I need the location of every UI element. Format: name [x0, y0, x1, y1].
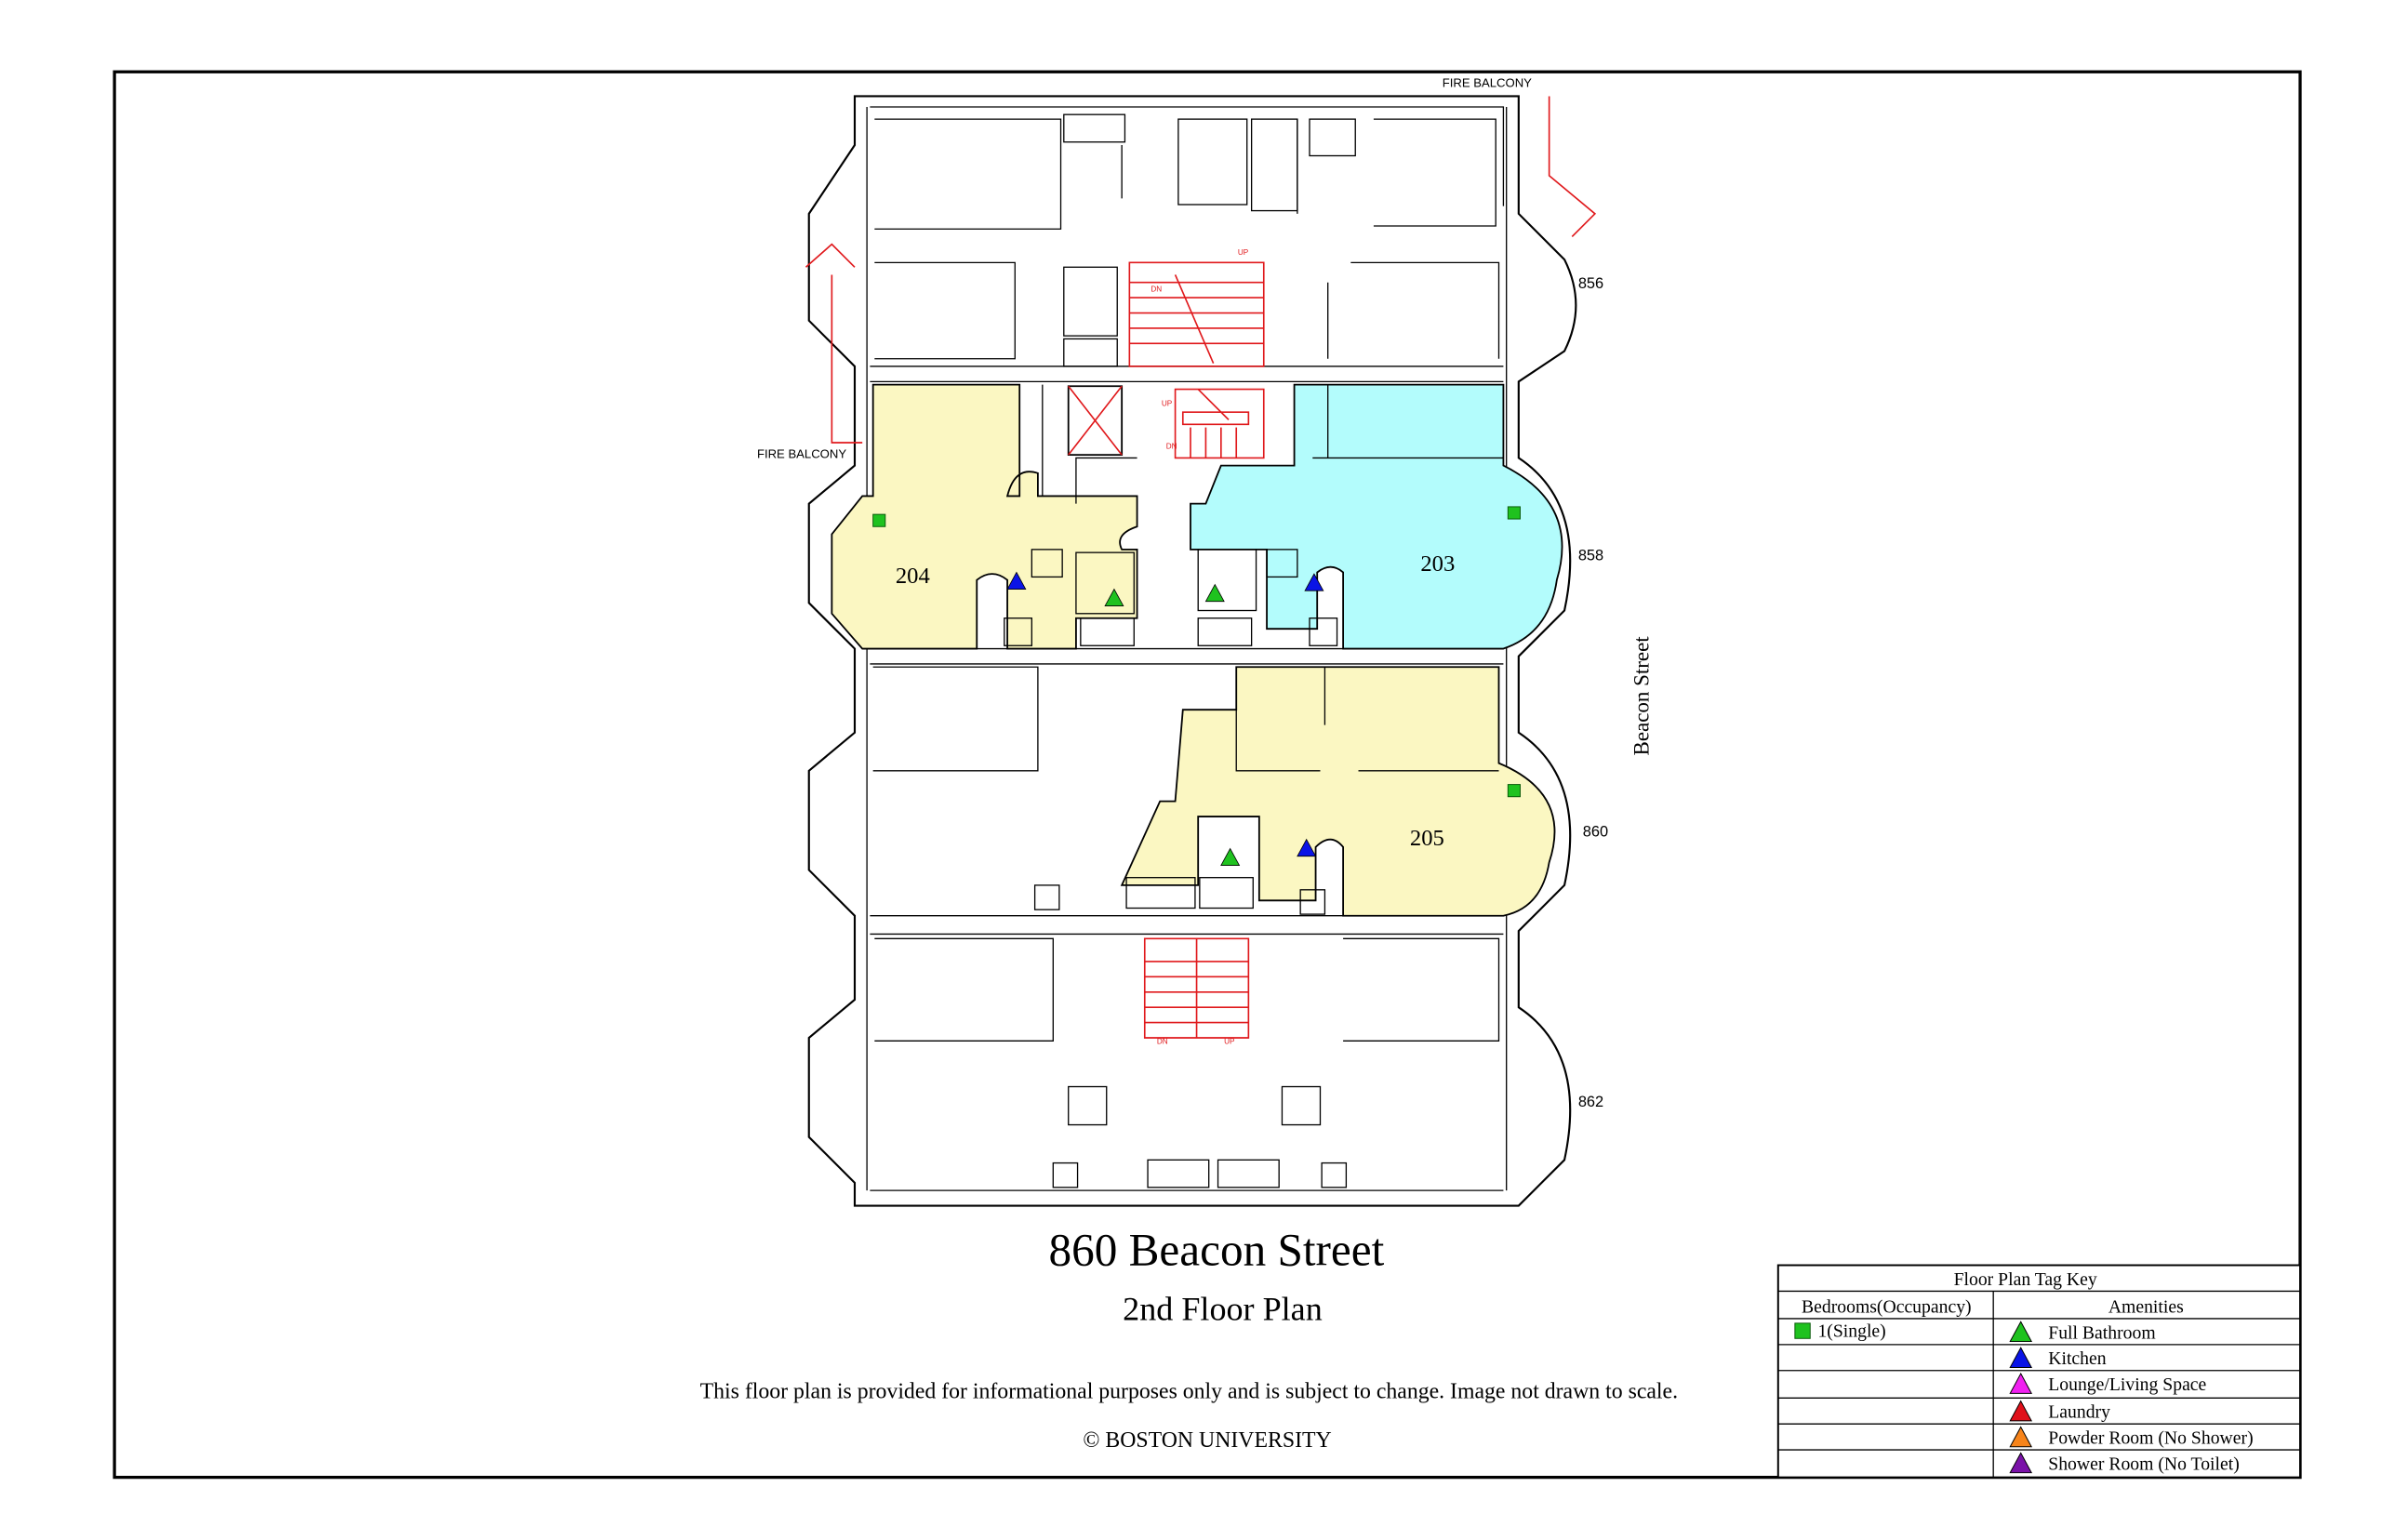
full-bathroom-tag — [1104, 588, 1124, 606]
stair-up-label: UP — [1238, 248, 1249, 257]
street-number-862: 862 — [1578, 1094, 1603, 1110]
legend-amenity-label: Powder Room (No Shower) — [2048, 1428, 2253, 1449]
amenity-triangle-icon — [2009, 1400, 2033, 1422]
amenity-triangle-icon — [2009, 1347, 2033, 1368]
stair-dn-label: DN — [1157, 1038, 1168, 1046]
amenity-triangle-icon — [2009, 1452, 2033, 1474]
amenity-triangle-icon — [2009, 1426, 2033, 1448]
copyright-text: © BOSTON UNIVERSITY — [1083, 1428, 1331, 1453]
bedroom-single-icon — [1794, 1322, 1811, 1339]
street-number-856: 856 — [1578, 275, 1603, 292]
unit-205-area — [1120, 666, 1556, 917]
sheet-border — [113, 70, 2302, 1480]
legend-bedrooms-header: Bedrooms(Occupancy) — [1802, 1296, 1972, 1317]
bedroom-single-tag — [1507, 784, 1521, 798]
legend-table: Floor Plan Tag Key Bedrooms(Occupancy) A… — [1776, 1264, 2302, 1479]
bottom-stair — [1143, 937, 1250, 1039]
page-title: 860 Beacon Street — [1048, 1225, 1384, 1276]
unit-number-205: 205 — [1410, 826, 1444, 851]
full-bathroom-tag — [1204, 583, 1225, 603]
kitchen-tag — [1304, 573, 1324, 591]
fire-balcony-label: FIRE BALCONY — [1443, 76, 1532, 90]
unit-number-203: 203 — [1420, 551, 1455, 577]
unit-204-area — [831, 383, 1138, 650]
stair-up-label: UP — [1162, 400, 1173, 408]
legend-amenity-label: Full Bathroom — [2048, 1322, 2155, 1343]
stair-dn-label: DN — [1166, 443, 1177, 451]
legend-amenity-label: Lounge/Living Space — [2048, 1374, 2206, 1395]
legend-bedroom-single: 1(Single) — [1817, 1321, 1885, 1342]
bedroom-single-tag — [872, 513, 886, 527]
full-bathroom-tag — [1220, 847, 1241, 866]
unit-number-204: 204 — [896, 564, 930, 589]
legend-amenity-label: Laundry — [2048, 1402, 2110, 1423]
bedroom-single-tag — [1507, 506, 1521, 520]
amenity-tags — [1006, 571, 1324, 866]
legend-amenity-label: Shower Room (No Toilet) — [2048, 1454, 2240, 1474]
interior-walls — [872, 384, 1504, 1188]
amenity-triangle-icon — [2009, 1372, 2033, 1394]
legend-amenity-label: Kitchen — [2048, 1348, 2106, 1369]
legend-title: Floor Plan Tag Key — [1954, 1269, 2097, 1290]
unit-203-area — [1190, 383, 1563, 650]
street-number-858: 858 — [1578, 547, 1603, 564]
bedroom-tags — [872, 506, 1521, 798]
elevator-x — [1068, 385, 1123, 456]
top-section-rooms — [805, 96, 1597, 444]
fire-balcony-label: FIRE BALCONY — [757, 446, 846, 460]
stair-up-label: UP — [1224, 1038, 1235, 1046]
disclaimer-text: This floor plan is provided for informat… — [700, 1379, 1678, 1403]
kitchen-tag — [1006, 571, 1027, 590]
street-name-label: Beacon Street — [1629, 636, 1653, 756]
legend-amenities-header: Amenities — [2108, 1296, 2184, 1317]
street-number-860: 860 — [1583, 823, 1608, 840]
amenity-triangle-icon — [2009, 1321, 2033, 1343]
center-stair — [1174, 388, 1265, 459]
kitchen-tag — [1297, 838, 1317, 857]
stair-dn-label: DN — [1151, 285, 1162, 294]
page-subtitle: 2nd Floor Plan — [1123, 1291, 1323, 1328]
